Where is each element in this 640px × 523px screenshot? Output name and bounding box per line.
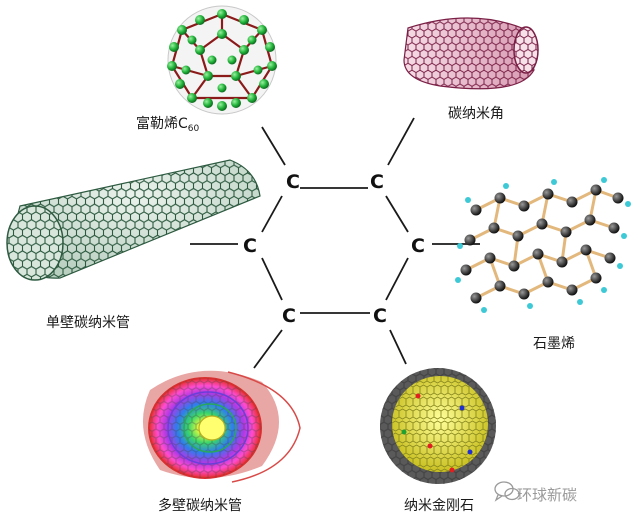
- connector-mwcnt: [253, 329, 283, 369]
- graphene-label: 石墨烯: [533, 336, 575, 352]
- graphene-edge-atoms: [455, 177, 631, 313]
- nanohorn-molecule: [403, 17, 539, 90]
- ring-bond: [261, 257, 283, 301]
- carbon-atom: C: [373, 305, 387, 327]
- fullerene-atoms: [167, 9, 277, 111]
- carbon-atoms: C C C C C C: [243, 171, 425, 327]
- carbon-atom: C: [370, 171, 384, 193]
- connector-nanodiamond: [389, 329, 407, 365]
- watermark-text: 环球新碳: [517, 486, 578, 504]
- carbon-atom: C: [286, 171, 300, 193]
- swcnt-molecule: [6, 159, 261, 281]
- ring-bond: [385, 195, 409, 233]
- nanohorn-label: 碳纳米角: [448, 106, 504, 122]
- carbon-atom: C: [243, 235, 257, 257]
- wechat-icon: [494, 481, 520, 502]
- connector-lines: [190, 117, 480, 369]
- nanodiamond-label: 纳米金刚石: [404, 498, 474, 514]
- carbon-hexagon: [261, 187, 409, 314]
- swcnt-label: 单壁碳纳米管: [46, 315, 130, 331]
- carbon-atom: C: [282, 305, 296, 327]
- mwcnt-label: 多壁碳纳米管: [158, 498, 242, 514]
- graphene-atoms: [460, 184, 624, 304]
- carbon-atom: C: [411, 235, 425, 257]
- fullerene-label: 富勒烯C60: [136, 116, 200, 134]
- nanodiamond-dopants: [401, 393, 473, 473]
- connector-fullerene: [261, 126, 286, 166]
- fullerene-molecule: [167, 5, 277, 115]
- ring-bond: [385, 257, 409, 301]
- graphene-molecule: [455, 177, 631, 313]
- nanodiamond-molecule: [380, 368, 496, 484]
- mwcnt-molecule: [142, 370, 301, 483]
- ring-bond: [261, 195, 283, 233]
- connector-nanohorn: [387, 117, 415, 166]
